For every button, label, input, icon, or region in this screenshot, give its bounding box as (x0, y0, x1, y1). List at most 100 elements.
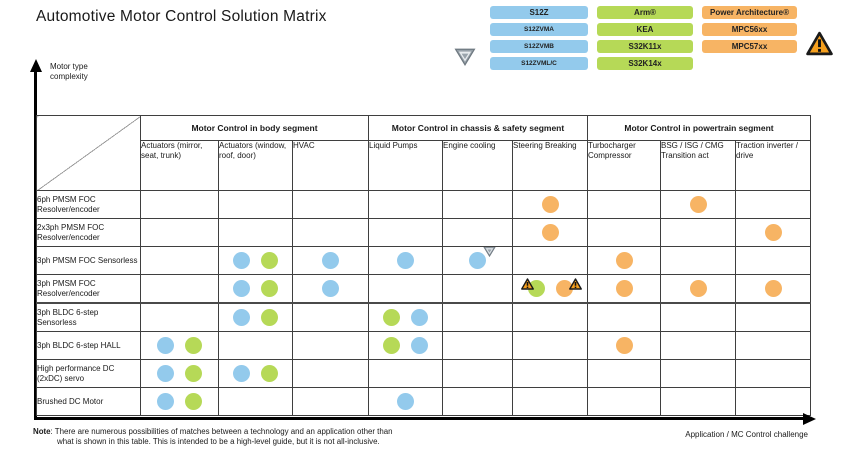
x-axis-arrowhead-icon (803, 412, 816, 425)
shield-badge-icon (483, 247, 496, 258)
orange-dot-icon (541, 224, 559, 241)
matrix-cell (140, 331, 219, 360)
note-line2: what is shown in this table. This is int… (57, 437, 380, 447)
orange-dot-icon (689, 280, 707, 297)
column-header: Actuators (mirror, seat, trunk) (140, 140, 219, 191)
matrix-cell (218, 331, 293, 360)
matrix-cell (368, 387, 443, 416)
green-marker (261, 252, 278, 269)
matrix-cell (587, 190, 661, 219)
column-header: BSG / ISG / CMG Transition act (660, 140, 736, 191)
blue-marker (233, 309, 250, 326)
matrix-cell (292, 302, 369, 332)
matrix-row: 2x3ph PMSM FOC Resolver/encoder (36, 218, 811, 247)
blue-dot-icon (397, 252, 414, 269)
column-header-row: Actuators (mirror, seat, trunk)Actuators… (37, 140, 811, 191)
matrix-cell (442, 190, 513, 219)
blue-dot-icon (233, 280, 250, 297)
matrix-cell (368, 218, 443, 247)
matrix-cell (368, 359, 443, 388)
blue-dot-icon (233, 309, 250, 326)
matrix-row: 3ph PMSM FOC Resolver/encoder (36, 274, 811, 304)
blue-marker (233, 252, 250, 269)
footnote: Note: There are numerous possibilities o… (33, 427, 393, 448)
matrix-cell (660, 359, 736, 388)
blue-marker (397, 252, 414, 269)
matrix-cell (660, 218, 736, 247)
matrix-cell (587, 274, 661, 304)
matrix-cell (140, 359, 219, 388)
legend-chip: S12Z (490, 6, 588, 19)
row-label: 3ph BLDC 6-step Sensorless (36, 302, 141, 332)
matrix-cell (368, 190, 443, 219)
column-header: Traction inverter / drive (735, 140, 811, 191)
orange-dot-icon (615, 252, 633, 269)
segment-group-header: Motor Control in powertrain segment (587, 115, 811, 141)
row-label: Brushed DC Motor (36, 387, 141, 416)
matrix-cell (512, 274, 588, 304)
matrix-cell (292, 218, 369, 247)
matrix-cell (140, 190, 219, 219)
segment-group-header: Motor Control in body segment (140, 115, 369, 141)
orange-dot-icon (689, 196, 707, 213)
matrix-cell (368, 302, 443, 332)
green-dot-icon (185, 393, 202, 410)
green-dot-icon (261, 252, 278, 269)
blue-marker (469, 247, 496, 269)
matrix-cell (292, 274, 369, 304)
legend-chip: S32K11x (597, 40, 693, 53)
row-label: 6ph PMSM FOC Resolver/encoder (36, 190, 141, 219)
green-marker (261, 309, 278, 326)
orange-dot-icon (764, 224, 782, 241)
orange-marker (541, 224, 559, 241)
matrix-cell (140, 246, 219, 275)
legend-chip: S32K14x (597, 57, 693, 70)
matrix-cell (660, 387, 736, 416)
green-dot-icon (383, 337, 400, 354)
legend-chip: MPC57xx (702, 40, 797, 53)
blue-dot-icon (233, 252, 250, 269)
legend-chip: S12ZVML/C (490, 57, 588, 70)
row-label: 2x3ph PMSM FOC Resolver/encoder (36, 218, 141, 247)
legend-chip: Arm® (597, 6, 693, 19)
orange-marker (615, 252, 633, 269)
green-dot-icon (185, 365, 202, 382)
note-label: Note (33, 427, 51, 436)
orange-marker (689, 196, 707, 213)
matrix-cell (735, 359, 811, 388)
y-axis-line (34, 71, 37, 420)
blue-marker (157, 393, 174, 410)
matrix-row: 6ph PMSM FOC Resolver/encoder (36, 190, 811, 219)
matrix-cell (218, 246, 293, 275)
matrix-cell (735, 302, 811, 332)
matrix-cell (218, 190, 293, 219)
x-axis-label: Application / MC Control challenge (685, 430, 808, 439)
green-marker (383, 337, 400, 354)
green-dot-icon (527, 280, 545, 297)
blue-marker (233, 280, 250, 297)
column-header: Turbocharger Compressor (587, 140, 661, 191)
blue-dot-icon (397, 393, 414, 410)
matrix-cell (442, 359, 513, 388)
green-marker (261, 280, 278, 297)
orange-marker (615, 337, 633, 354)
matrix-cell (660, 246, 736, 275)
blue-dot-icon (322, 280, 339, 297)
matrix-cell (735, 218, 811, 247)
legend-chip: S12ZVMB (490, 40, 588, 53)
matrix-cell (292, 331, 369, 360)
warning-triangle-icon (806, 31, 833, 61)
green-dot-icon (261, 365, 278, 382)
x-axis-line (34, 417, 804, 420)
matrix-cell (587, 302, 661, 332)
blue-dot-icon (411, 309, 428, 326)
warning-badge-icon (520, 278, 534, 290)
matrix-cell (660, 302, 736, 332)
matrix-cell (442, 274, 513, 304)
warning-badge-icon (568, 278, 582, 290)
matrix-cell (735, 387, 811, 416)
column-header: Liquid Pumps (368, 140, 443, 191)
matrix-cell (442, 302, 513, 332)
